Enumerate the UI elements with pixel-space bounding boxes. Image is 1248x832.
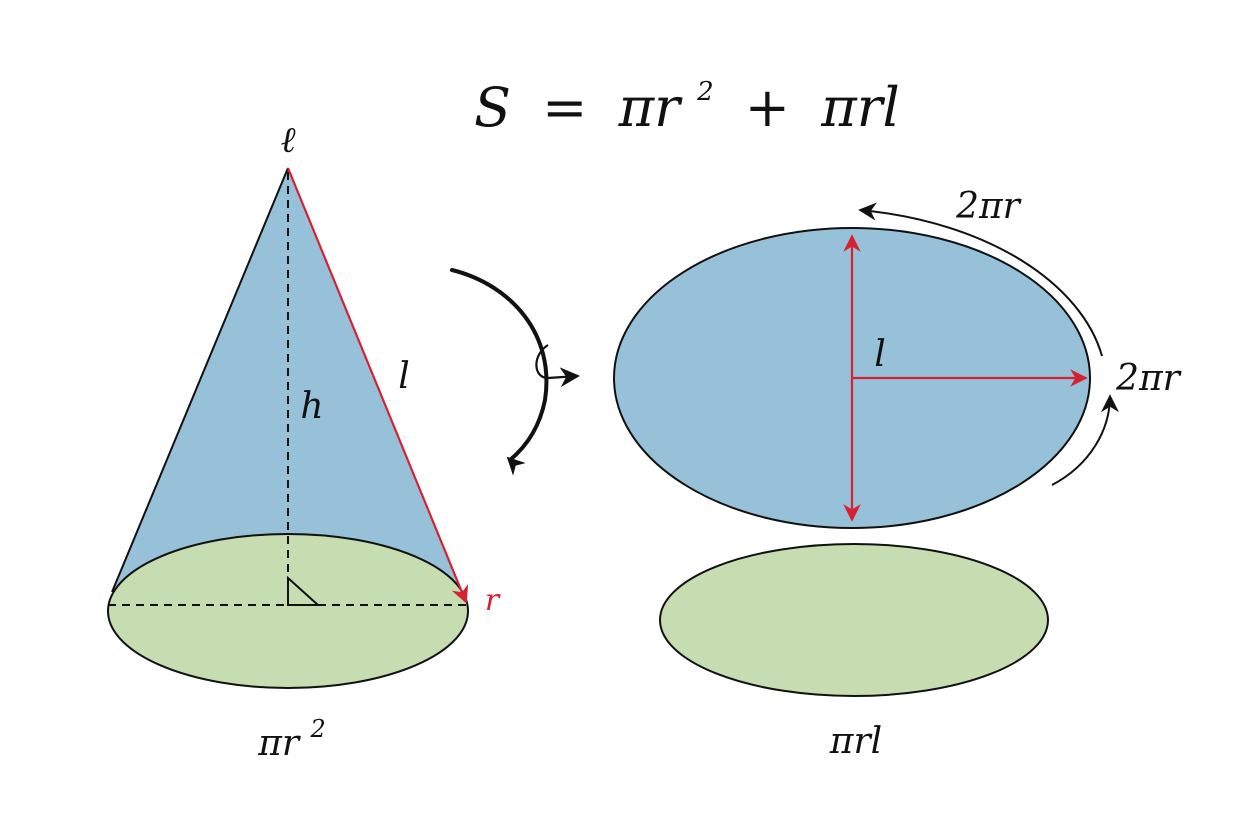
cone-apex-label: ℓ (281, 120, 296, 161)
unroll-loop-arrow (535, 344, 580, 388)
cone-left-edge (111, 167, 289, 593)
net-arc-arrow-top (858, 202, 1103, 357)
surface-area-formula: S = πr 2 + πrl (474, 50, 900, 139)
net-base-ellipse (659, 543, 1049, 697)
cone-base-caption-base: πr (257, 723, 301, 764)
cone-slant-edge (286, 167, 469, 604)
net-arc-label-right: 2πr (1115, 358, 1182, 399)
net-arc-label-top: 2πr (955, 186, 1022, 227)
cone-base-caption: πr 2 (257, 715, 326, 764)
formula-term1-base: πr (618, 76, 683, 139)
formula-equals: = (542, 76, 587, 139)
net-base-caption: πrl (829, 721, 882, 762)
unroll-arc-arrow (450, 268, 549, 462)
unroll-transform-arrow (450, 268, 580, 476)
net-radius-label: l (874, 334, 886, 375)
cone-slant-label: l (398, 356, 410, 397)
cone-height-label: h (300, 386, 323, 427)
formula-term2: πrl (820, 76, 900, 139)
cone-figure: ℓ h l r πr 2 (107, 120, 501, 764)
cone-base-disk (107, 533, 469, 689)
net-lateral-surface: l 2πr 2πr (613, 186, 1182, 529)
formula-lhs: S (474, 76, 511, 139)
formula-plus: + (745, 76, 790, 139)
formula-term1-exponent: 2 (696, 77, 714, 107)
svg-text:S = πr 2: S = πr 2 + πrl (474, 50, 900, 139)
cone-radius-label: r (485, 583, 501, 618)
cone-base-caption-exponent: 2 (310, 715, 326, 743)
net-arc-arrow-bottom (1051, 394, 1119, 486)
net-base: πrl (659, 543, 1049, 762)
right-angle-marker (287, 575, 321, 606)
